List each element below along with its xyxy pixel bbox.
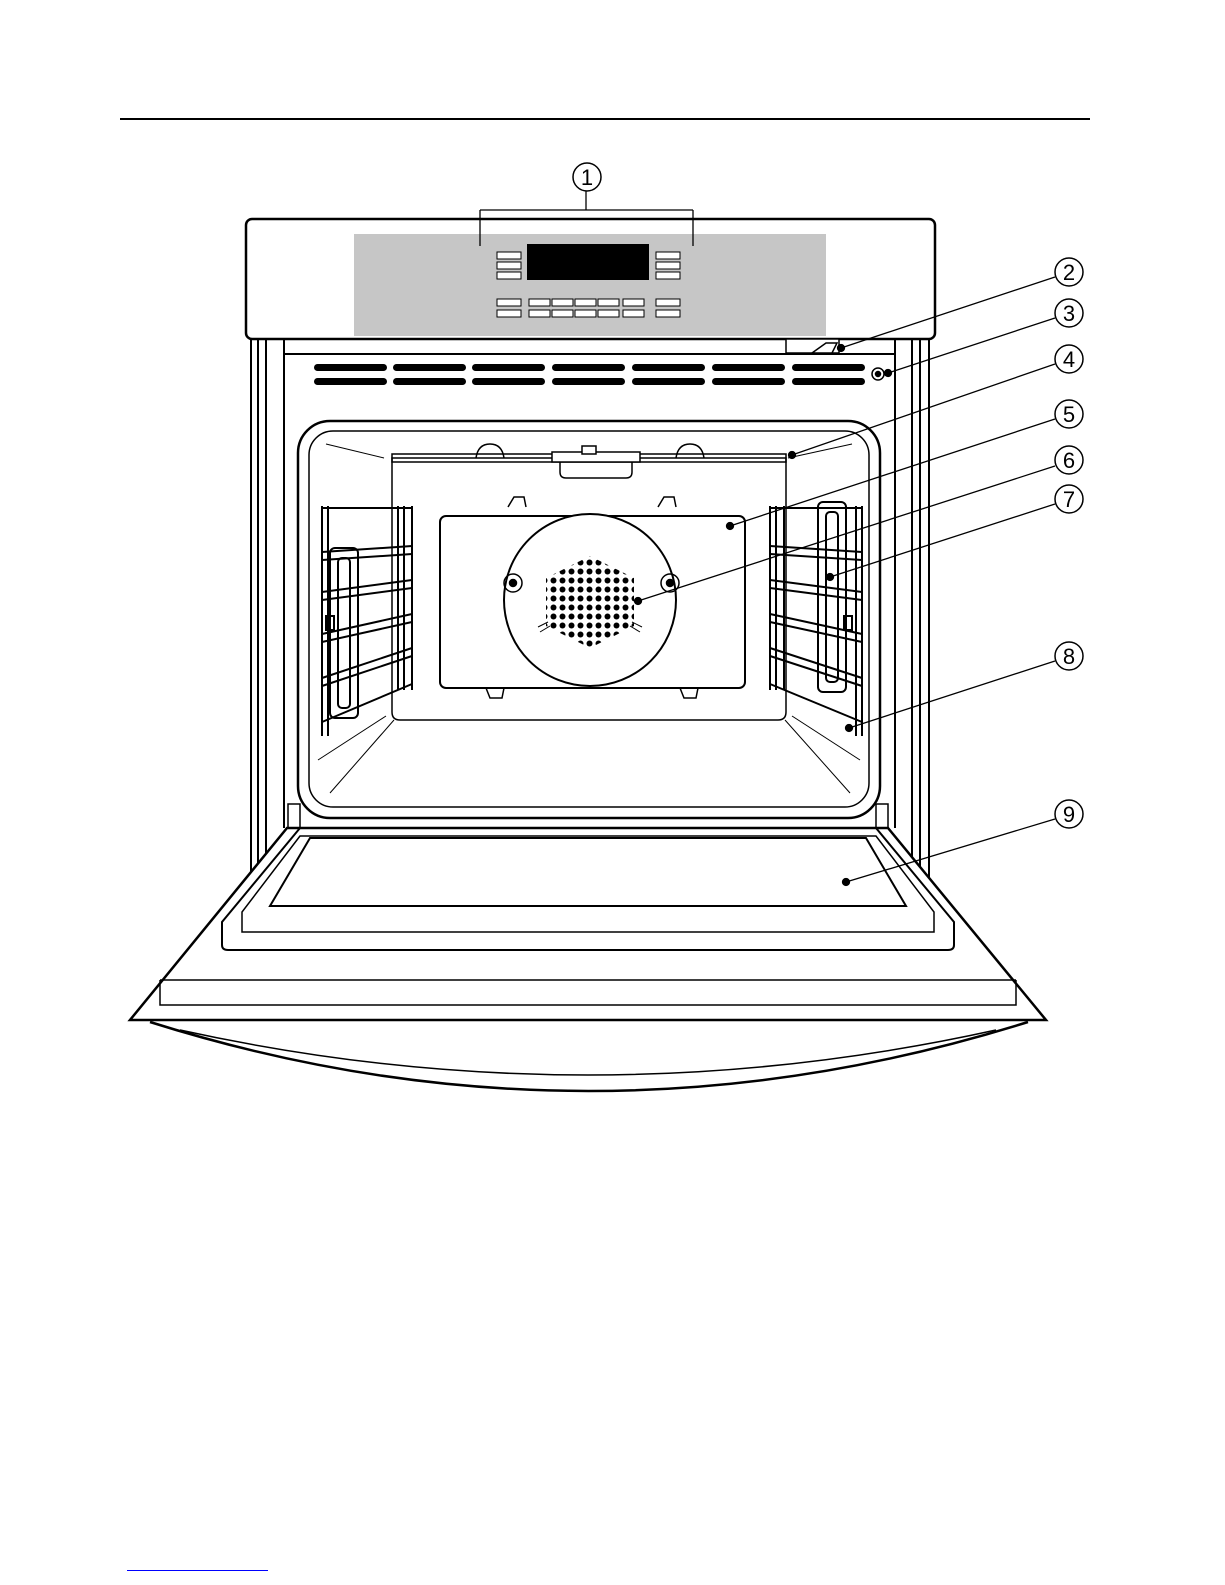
callout-2: 2 bbox=[1055, 258, 1083, 286]
callout-7-number: 7 bbox=[1063, 487, 1075, 512]
callout-5-number: 5 bbox=[1063, 402, 1075, 427]
callout-3-number: 3 bbox=[1063, 301, 1075, 326]
door-switch bbox=[872, 368, 884, 380]
convection-fan bbox=[440, 497, 745, 698]
callout-7: 7 bbox=[1055, 485, 1083, 513]
callout-8-number: 8 bbox=[1063, 644, 1075, 669]
callout-8: 8 bbox=[1055, 642, 1083, 670]
callout-6: 6 bbox=[1055, 446, 1083, 474]
callout-9-number: 9 bbox=[1063, 802, 1075, 827]
callout-3: 3 bbox=[1055, 299, 1083, 327]
callout-4-number: 4 bbox=[1063, 347, 1075, 372]
cooling-vents bbox=[314, 364, 865, 385]
callout-5: 5 bbox=[1055, 400, 1083, 428]
right-rack-supports bbox=[770, 502, 862, 736]
door-latch bbox=[786, 339, 839, 353]
callout-2-number: 2 bbox=[1063, 260, 1075, 285]
callout-1: 1 bbox=[573, 163, 601, 191]
display-screen bbox=[527, 244, 649, 280]
callout-9: 9 bbox=[1055, 800, 1083, 828]
left-rack-supports bbox=[322, 506, 412, 736]
callout-1-number: 1 bbox=[581, 165, 593, 190]
control-panel bbox=[246, 219, 935, 339]
oven-door bbox=[130, 828, 1046, 1091]
callout-6-number: 6 bbox=[1063, 448, 1075, 473]
bottom-link-underline bbox=[127, 1570, 268, 1571]
callout-4: 4 bbox=[1055, 345, 1083, 373]
